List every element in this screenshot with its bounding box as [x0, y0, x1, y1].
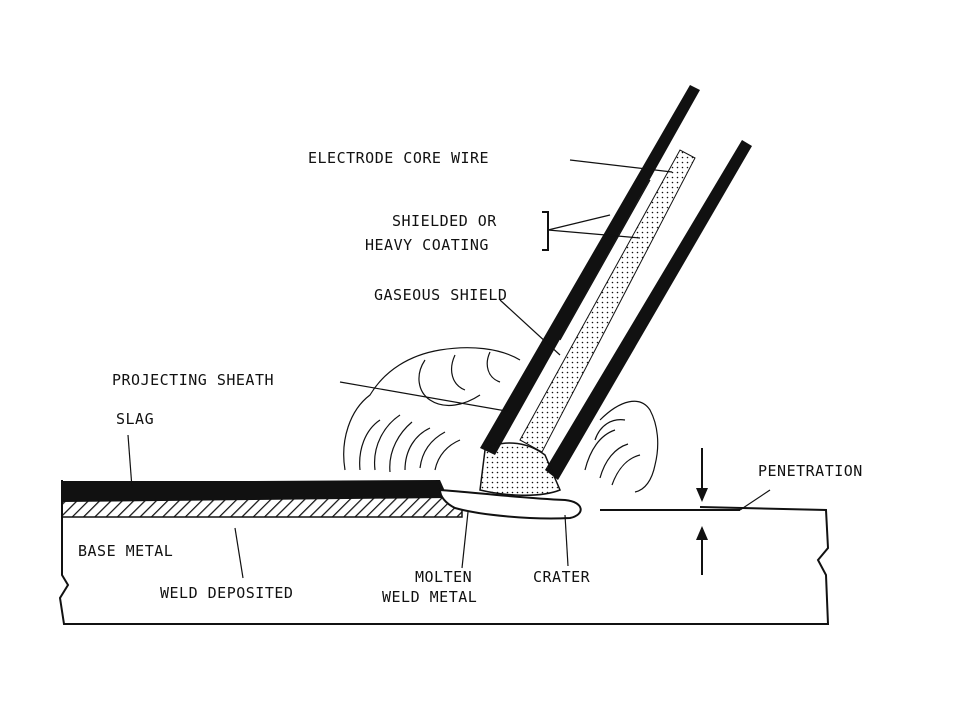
arc-zone — [479, 442, 561, 496]
label-crater: CRATER — [533, 568, 591, 586]
label-gaseous-shield: GASEOUS SHIELD — [374, 286, 507, 304]
label-projecting-sheath: PROJECTING SHEATH — [112, 371, 274, 389]
leader-lines — [127, 159, 673, 579]
label-electrode-core-wire: ELECTRODE CORE WIRE — [308, 149, 489, 167]
slag-layer — [62, 480, 448, 502]
electrode-coating — [480, 85, 700, 455]
label-base-metal: BASE METAL — [78, 542, 173, 560]
gaseous-shield-cloud — [343, 347, 659, 493]
label-penetration: PENETRATION — [758, 462, 863, 480]
molten-pool — [438, 488, 582, 520]
label-weld-metal: WELD METAL — [382, 588, 477, 606]
label-weld-deposited: WELD DEPOSITED — [160, 584, 293, 602]
penetration-marker — [600, 448, 771, 575]
label-slag: SLAG — [116, 410, 154, 428]
electrode-core-wire — [519, 149, 696, 453]
label-heavy-coating: HEAVY COATING — [365, 236, 489, 254]
label-shielded-or: SHIELDED OR — [392, 212, 497, 230]
label-molten: MOLTEN — [415, 568, 472, 586]
